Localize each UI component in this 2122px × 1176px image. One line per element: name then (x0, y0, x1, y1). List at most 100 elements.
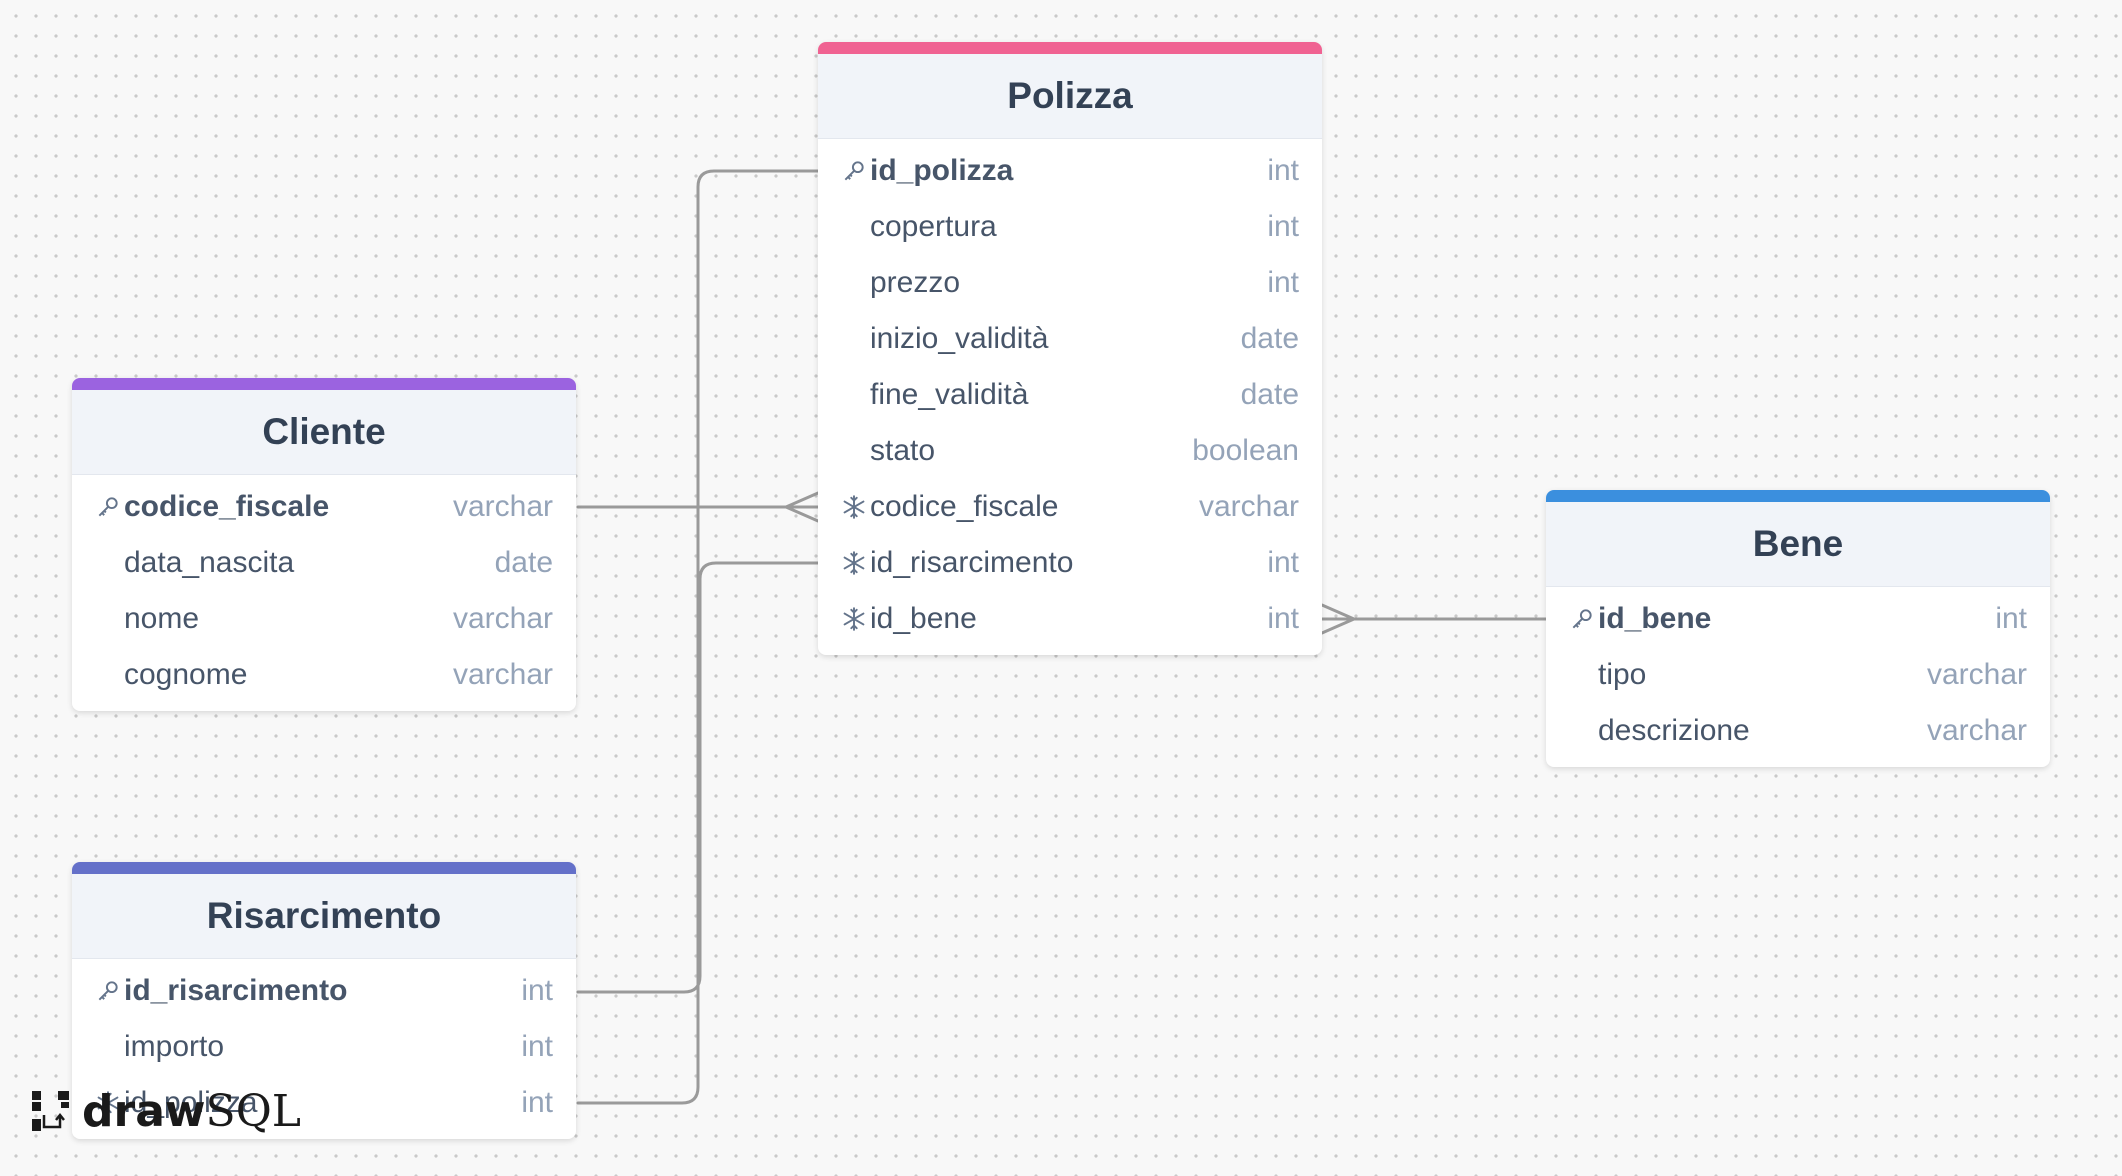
field-row-id-risarcimento[interactable]: id_risarcimento int (818, 535, 1322, 591)
no-icon (838, 436, 869, 467)
key-icon (92, 492, 123, 523)
field-name: id_bene (1598, 602, 1712, 635)
table-title: Risarcimento (72, 874, 576, 959)
field-row-inizio-validita[interactable]: inizio_validità date (818, 311, 1322, 367)
field-name: data_nascita (124, 546, 295, 579)
table-title: Bene (1546, 502, 2050, 587)
field-row-importo[interactable]: importo int (72, 1019, 576, 1075)
field-row-codice-fiscale[interactable]: codice_fiscale varchar (818, 479, 1322, 535)
no-icon (838, 324, 869, 355)
field-type: date (494, 546, 553, 579)
no-icon (838, 268, 869, 299)
field-row-nome[interactable]: nome varchar (72, 591, 576, 647)
field-name: codice_fiscale (124, 490, 330, 523)
field-name: id_risarcimento (870, 546, 1074, 579)
field-type: int (521, 974, 553, 1007)
field-name: codice_fiscale (870, 490, 1059, 523)
field-list: id_bene int tipo varchar descrizione var… (1546, 587, 2050, 767)
field-name: fine_validità (870, 378, 1029, 411)
field-name: stato (870, 434, 936, 467)
key-icon (838, 156, 869, 187)
table-accent-bar (1546, 490, 2050, 502)
field-type: date (1240, 378, 1299, 411)
field-name: prezzo (870, 266, 961, 299)
table-bene[interactable]: Bene id_bene int tipo varchar descrizion… (1546, 490, 2050, 767)
no-icon (92, 548, 123, 579)
snowflake-icon (92, 1088, 123, 1119)
no-icon (838, 380, 869, 411)
logo-text-sql: SQL (205, 1085, 301, 1137)
field-name: id_bene (870, 602, 977, 635)
no-icon (92, 604, 123, 635)
crowfoot-polizza-id-bene (1320, 603, 1356, 635)
field-row-cognome[interactable]: cognome varchar (72, 647, 576, 703)
snowflake-icon (838, 548, 869, 579)
field-row-codice-fiscale[interactable]: codice_fiscale varchar (72, 479, 576, 535)
field-name: nome (124, 602, 200, 635)
field-type: int (1267, 210, 1299, 243)
no-icon (838, 212, 869, 243)
drawsql-logo[interactable]: draw SQL (30, 1085, 301, 1137)
field-row-data-nascita[interactable]: data_nascita date (72, 535, 576, 591)
no-icon (92, 660, 123, 691)
table-risarcimento[interactable]: Risarcimento id_risarcimento int importo… (72, 862, 576, 1139)
field-row-tipo[interactable]: tipo varchar (1546, 647, 2050, 703)
key-icon (1566, 604, 1597, 635)
field-type: int (1267, 546, 1299, 579)
table-title: Cliente (72, 390, 576, 475)
field-type: varchar (452, 490, 553, 523)
field-name: id_polizza (870, 154, 1014, 187)
field-name: id_risarcimento (124, 974, 348, 1007)
field-name: id_polizza (124, 1086, 258, 1119)
field-list: id_risarcimento int importo int id_poliz… (72, 959, 576, 1139)
field-row-fine-validita[interactable]: fine_validità date (818, 367, 1322, 423)
field-type: int (521, 1030, 553, 1063)
field-row-id-bene[interactable]: id_bene int (818, 591, 1322, 647)
field-type: boolean (1192, 434, 1299, 467)
link-risarcimento-polizza-idrisarcimento (576, 561, 820, 994)
field-list: codice_fiscale varchar data_nascita date… (72, 475, 576, 711)
field-type: int (521, 1086, 553, 1119)
table-accent-bar (72, 378, 576, 390)
drawsql-logo-icon (32, 1091, 69, 1131)
field-type: varchar (1926, 714, 2027, 747)
crowfoot-polizza-codice-fiscale (784, 491, 820, 523)
field-type: int (1995, 602, 2027, 635)
field-name: tipo (1598, 658, 1647, 691)
table-cliente[interactable]: Cliente codice_fiscale varchar data_nasc… (72, 378, 576, 711)
link-polizza-risarcimento-idpolizza (576, 169, 820, 1105)
field-row-stato[interactable]: stato boolean (818, 423, 1322, 479)
table-title: Polizza (818, 54, 1322, 139)
field-type: int (1267, 266, 1299, 299)
field-name: copertura (870, 210, 997, 243)
field-name: cognome (124, 658, 248, 691)
no-icon (1566, 716, 1597, 747)
field-row-id-polizza[interactable]: id_polizza int (818, 143, 1322, 199)
field-name: descrizione (1598, 714, 1750, 747)
field-row-prezzo[interactable]: prezzo int (818, 255, 1322, 311)
field-type: int (1267, 602, 1299, 635)
table-accent-bar (818, 42, 1322, 54)
field-row-copertura[interactable]: copertura int (818, 199, 1322, 255)
table-polizza[interactable]: Polizza id_polizza int copertura int pre… (818, 42, 1322, 655)
field-row-descrizione[interactable]: descrizione varchar (1546, 703, 2050, 759)
no-icon (1566, 660, 1597, 691)
snowflake-icon (838, 604, 869, 635)
field-type: date (1240, 322, 1299, 355)
field-row-id-bene[interactable]: id_bene int (1546, 591, 2050, 647)
field-row-id-risarcimento[interactable]: id_risarcimento int (72, 963, 576, 1019)
field-type: varchar (452, 602, 553, 635)
field-type: varchar (1926, 658, 2027, 691)
field-name: inizio_validità (870, 322, 1049, 355)
key-icon (92, 976, 123, 1007)
logo-text-draw: draw (82, 1085, 206, 1137)
no-icon (92, 1032, 123, 1063)
field-name: importo (124, 1030, 225, 1063)
field-row-id-polizza[interactable]: id_polizza int (72, 1075, 576, 1131)
field-type: varchar (452, 658, 553, 691)
field-list: id_polizza int copertura int prezzo int … (818, 139, 1322, 655)
snowflake-icon (838, 492, 869, 523)
table-accent-bar (72, 862, 576, 874)
field-type: varchar (1198, 490, 1299, 523)
